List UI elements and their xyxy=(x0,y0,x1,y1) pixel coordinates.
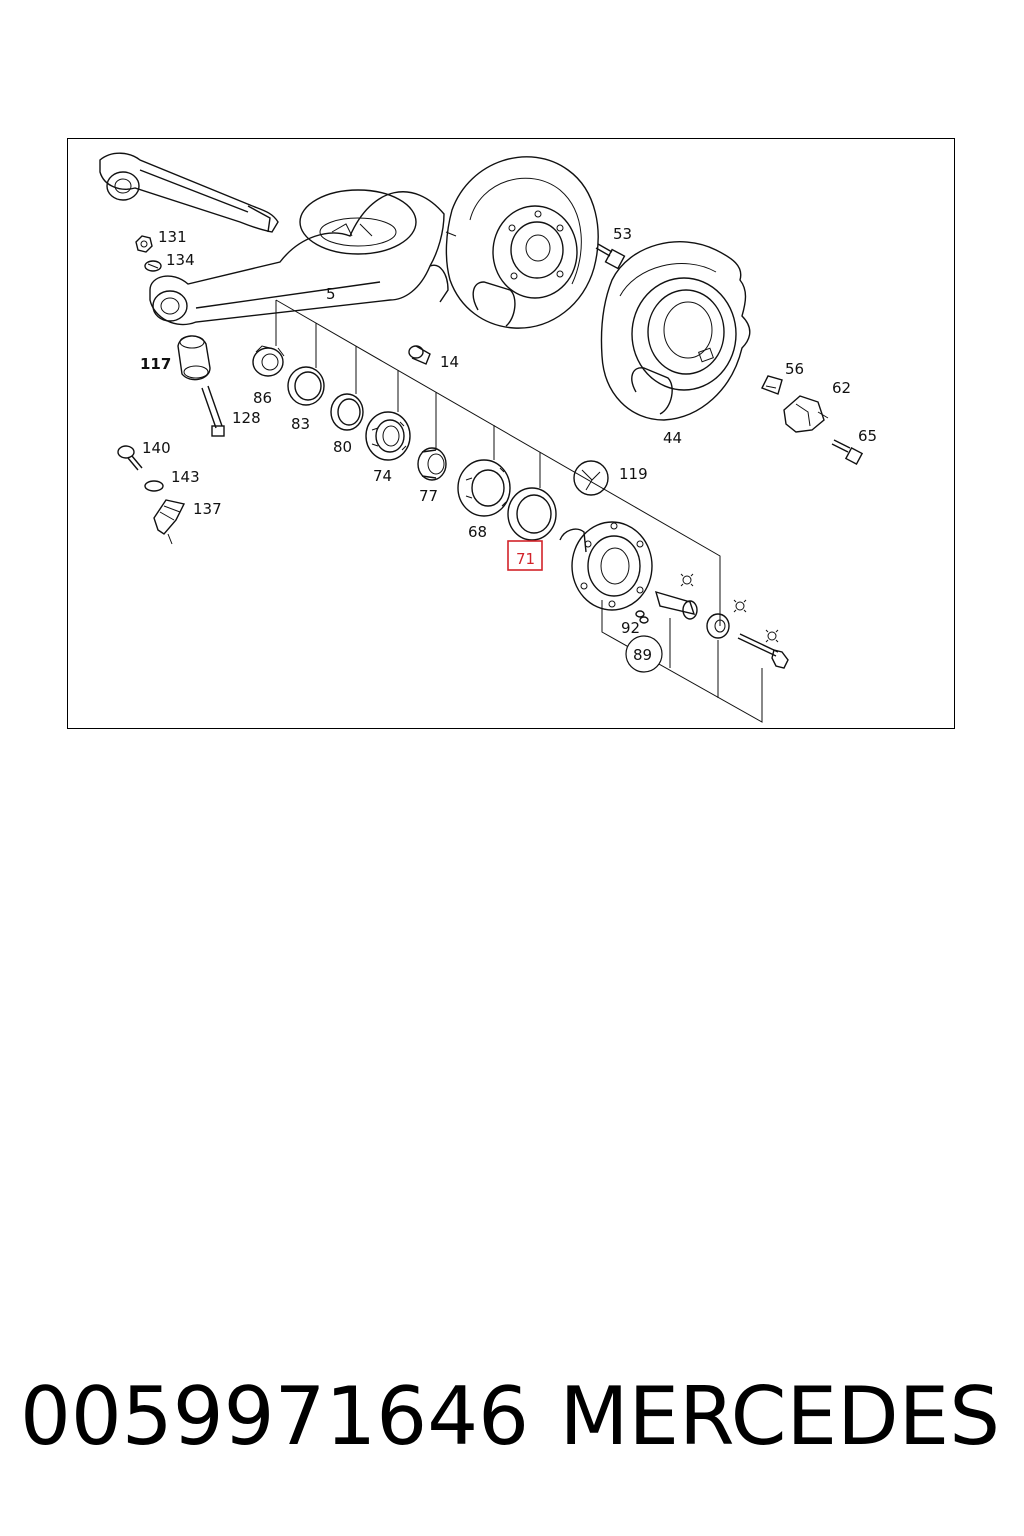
pins-92-part xyxy=(635,610,649,624)
replace-symbol-icon xyxy=(680,573,779,643)
seal-83-part xyxy=(287,366,325,406)
caption: 0059971646 MERCEDES xyxy=(20,1362,1010,1472)
callout-131[interactable]: 131 xyxy=(158,228,187,246)
callout-137[interactable]: 137 xyxy=(193,500,222,518)
callout-5[interactable]: 5 xyxy=(326,285,336,303)
clip-137-part xyxy=(153,499,186,545)
diagram-frame xyxy=(67,138,955,729)
nut-131-part xyxy=(135,235,153,253)
washer-part xyxy=(706,613,730,639)
part-number: 0059971646 xyxy=(20,1370,529,1463)
callout-44[interactable]: 44 xyxy=(663,429,682,447)
callout-71-highlight xyxy=(507,540,543,571)
callout-143[interactable]: 143 xyxy=(171,468,200,486)
callout-119[interactable]: 119 xyxy=(619,465,648,483)
bushing-117-part xyxy=(177,335,211,381)
callout-labels: 131 134 5 53 117 14 86 128 83 80 74 56 6… xyxy=(140,225,877,673)
callout-117[interactable]: 117 xyxy=(140,355,171,373)
callout-68[interactable]: 68 xyxy=(468,523,487,541)
callout-56[interactable]: 56 xyxy=(785,360,804,378)
callout-83[interactable]: 83 xyxy=(291,415,310,433)
spacer-77-part xyxy=(417,447,447,481)
callout-71[interactable]: 71 xyxy=(516,550,535,568)
clip-56-part xyxy=(761,375,783,395)
callout-92[interactable]: 92 xyxy=(621,619,640,637)
callout-65[interactable]: 65 xyxy=(858,427,877,445)
bearing-68-part xyxy=(457,459,511,517)
wrench-119-part xyxy=(573,460,609,496)
callout-134[interactable]: 134 xyxy=(166,251,195,269)
washer-143-part xyxy=(144,480,164,492)
bolt-53-part xyxy=(595,243,626,270)
callout-74[interactable]: 74 xyxy=(373,467,392,485)
seal-71-part xyxy=(507,487,557,541)
wheel-carrier-part xyxy=(445,156,599,329)
caliper-62-part xyxy=(783,395,829,433)
bolt-part xyxy=(737,633,789,669)
bolt-128-part xyxy=(201,385,225,437)
callout-128[interactable]: 128 xyxy=(232,409,261,427)
seal-80-part xyxy=(330,393,364,431)
callout-86[interactable]: 86 xyxy=(253,389,272,407)
ring-86-part xyxy=(252,345,285,377)
washer-134-part xyxy=(144,260,162,272)
control-arm-part xyxy=(99,152,449,326)
bearing-74-part xyxy=(365,411,411,461)
callout-89-circle xyxy=(625,635,663,673)
callout-140[interactable]: 140 xyxy=(142,439,171,457)
screw-65-part xyxy=(831,439,864,466)
wheel-hub-part xyxy=(559,521,653,611)
sleeve-14-part xyxy=(408,345,431,365)
screw-140-part xyxy=(117,445,143,471)
backing-plate-part xyxy=(600,241,751,421)
callout-80[interactable]: 80 xyxy=(333,438,352,456)
brand-name: MERCEDES xyxy=(559,1370,1000,1463)
leader-lines xyxy=(275,231,763,723)
callout-53[interactable]: 53 xyxy=(613,225,632,243)
callout-89[interactable]: 89 xyxy=(633,646,652,664)
callout-77[interactable]: 77 xyxy=(419,487,438,505)
callout-14[interactable]: 14 xyxy=(440,353,459,371)
sleeve-part xyxy=(654,590,698,620)
callout-62[interactable]: 62 xyxy=(832,379,851,397)
